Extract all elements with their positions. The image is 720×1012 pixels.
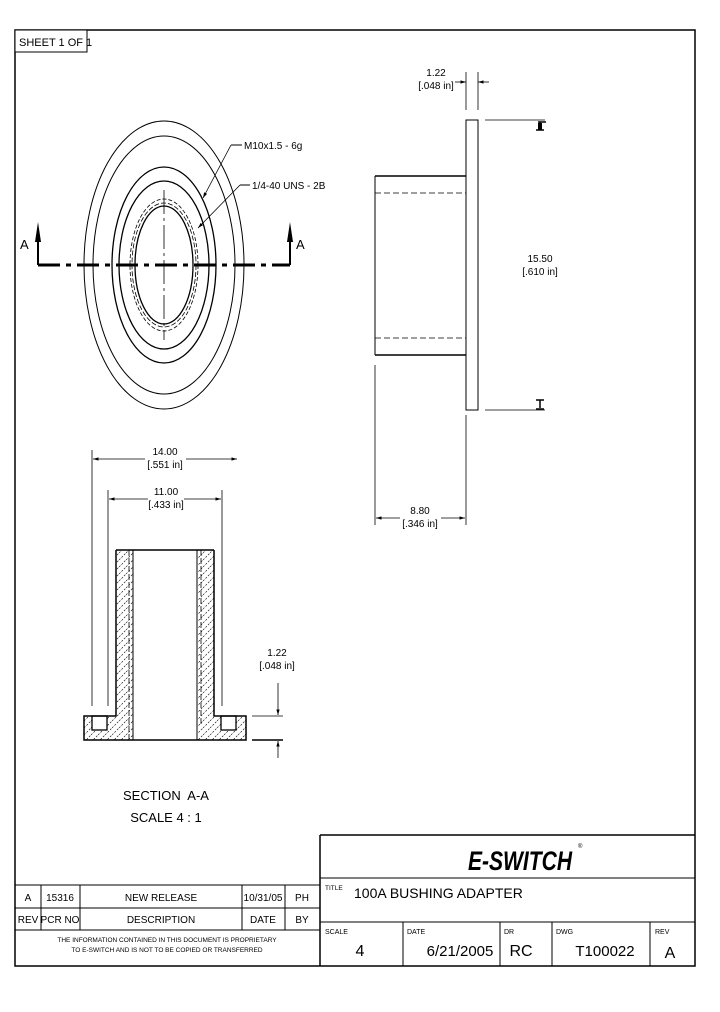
dim-inner-in: [.433 in] — [148, 500, 184, 511]
by-header: BY — [295, 915, 309, 926]
section-scale: SCALE 4 : 1 — [130, 810, 202, 825]
dim-flange-in: [.048 in] — [259, 661, 295, 672]
date-label: DATE — [407, 929, 425, 936]
dim-body-length-in: [.346 in] — [402, 519, 438, 530]
dwg-label: DWG — [556, 929, 573, 936]
section-view — [83, 450, 283, 758]
rev-value-title: A — [665, 945, 676, 962]
dim-flange-diameter-mm: 15.50 — [527, 254, 552, 265]
sheet-label-box: SHEET 1 OF 1 — [14, 29, 92, 53]
title-block — [319, 834, 695, 966]
callout-uns-thread: 1/4-40 UNS - 2B — [252, 181, 326, 192]
thread-callouts: M10x1.5 - 6g 1/4-40 UNS - 2B — [197, 141, 326, 229]
title-block-text: TITLE 100A BUSHING ADAPTER SCALE 4 DATE … — [325, 885, 676, 962]
dim-outer-mm: 14.00 — [152, 447, 177, 458]
drawn-by-label: DR — [504, 929, 514, 936]
section-cut-line: A A — [20, 222, 305, 267]
company-logo: E-SWITCH ® — [468, 843, 583, 877]
dim-inner-mm: 11.00 — [154, 487, 179, 498]
callout-metric-thread: M10x1.5 - 6g — [244, 141, 302, 152]
section-view-text: 14.00 [.551 in] 11.00 [.433 in] 1.22 [.0… — [123, 447, 295, 825]
date-value: 10/31/05 — [244, 893, 283, 904]
sheet-label: SHEET 1 OF 1 — [19, 37, 92, 49]
registered-mark-icon: ® — [578, 843, 583, 850]
section-marker-left: A — [20, 237, 29, 252]
rev-header: REV — [18, 915, 39, 926]
dim-flange-thickness-mm: 1.22 — [426, 68, 446, 79]
section-title: SECTION A-A — [123, 788, 209, 803]
logo-text: E-SWITCH — [468, 847, 573, 877]
date-value-title: 6/21/2005 — [427, 943, 494, 960]
dim-body-length-mm: 8.80 — [410, 506, 430, 517]
rev-value: A — [25, 893, 32, 904]
by-value: PH — [295, 893, 309, 904]
title-label: TITLE — [325, 885, 343, 892]
arrow-up-icon — [287, 222, 293, 242]
revision-block-text: A 15316 NEW RELEASE 10/31/05 PH REV PCR … — [18, 893, 309, 954]
date-header: DATE — [250, 915, 276, 926]
section-marker-right: A — [296, 237, 305, 252]
dim-flange-diameter-in: [.610 in] — [522, 267, 558, 278]
dim-flange-thickness-in: [.048 in] — [418, 81, 454, 92]
revision-block — [15, 884, 320, 931]
sheet-border — [14, 29, 696, 967]
dwg-number: T100022 — [575, 943, 634, 960]
side-view-dimensions: 1.22 [.048 in] 15.50 [.610 in] 8.80 [.34… — [402, 68, 558, 530]
pcr-no-header: PCR NO — [41, 915, 80, 926]
proprietary-notice-line1: THE INFORMATION CONTAINED IN THIS DOCUME… — [57, 937, 277, 944]
drawn-by-value: RC — [509, 943, 532, 960]
scale-label: SCALE — [325, 929, 348, 936]
proprietary-notice-line2: TO E-SWITCH AND IS NOT TO BE COPIED OR T… — [71, 947, 262, 954]
rev-label: REV — [655, 929, 670, 936]
drawing-title: 100A BUSHING ADAPTER — [354, 885, 523, 901]
description-header: DESCRIPTION — [127, 915, 195, 926]
dim-outer-in: [.551 in] — [147, 460, 183, 471]
scale-value: 4 — [356, 943, 365, 960]
side-view — [374, 72, 546, 525]
dim-flange-mm: 1.22 — [267, 648, 287, 659]
description-value: NEW RELEASE — [125, 893, 198, 904]
pcr-no-value: 15316 — [46, 893, 74, 904]
arrow-up-icon — [35, 222, 41, 242]
